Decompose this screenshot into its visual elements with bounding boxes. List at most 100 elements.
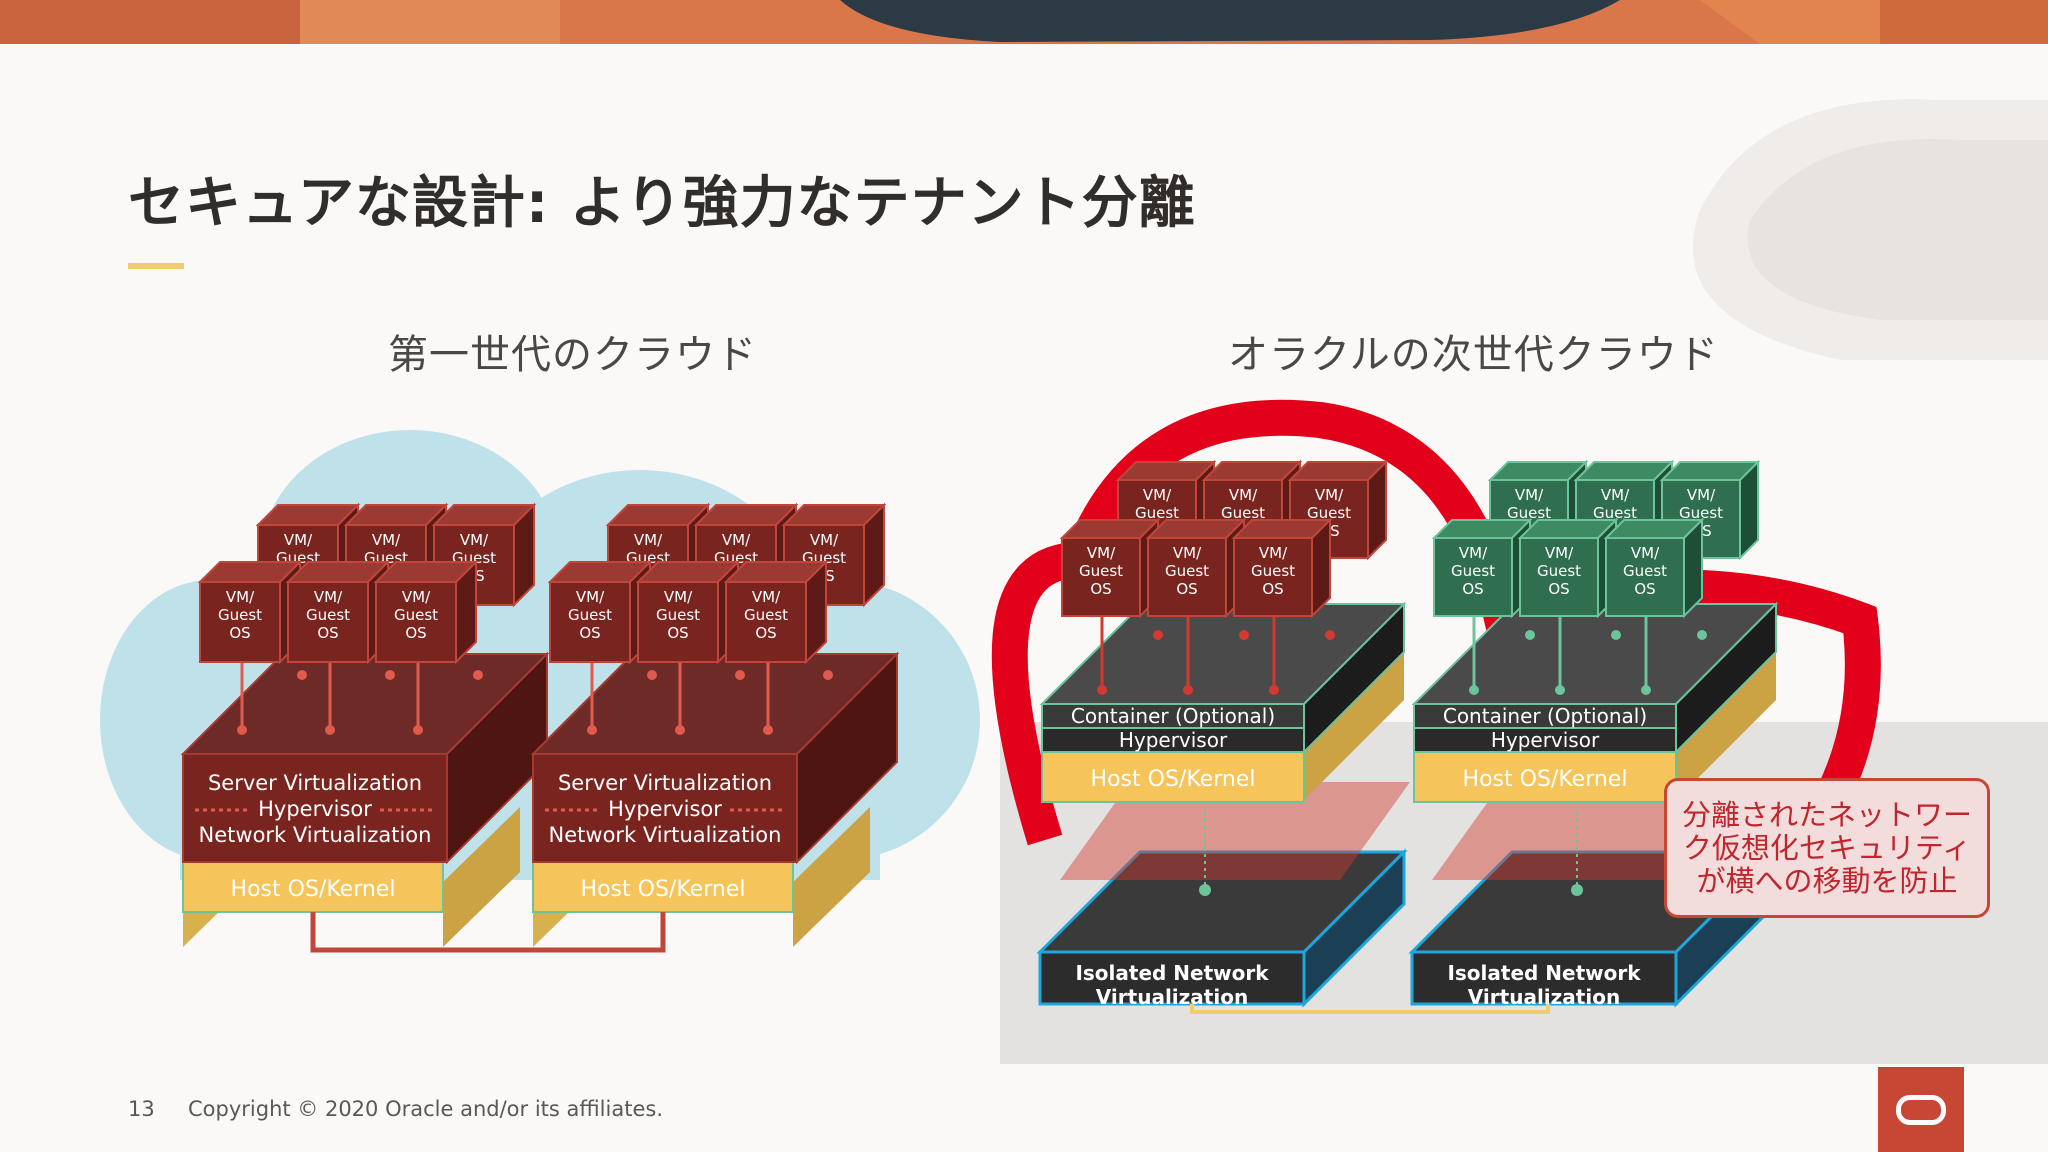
vm-label-line: VM/ — [1259, 544, 1288, 562]
copyright-notice: Copyright © 2020 Oracle and/or its affil… — [188, 1097, 663, 1121]
network-virtualization-label: Network Virtualization — [549, 823, 782, 847]
vm-label-line: VM/ — [372, 531, 401, 549]
vm-stem-dot — [1325, 630, 1335, 640]
vm-label-line: Guest — [1307, 504, 1351, 522]
host-slab-side-right — [793, 807, 870, 947]
vm-stem-dot — [587, 725, 597, 735]
vm-label-line: Guest — [1507, 504, 1551, 522]
vm-cube-front-front — [375, 581, 457, 663]
host-os-label: Host OS/Kernel — [581, 877, 746, 902]
vm-label-line: VM/ — [1459, 544, 1488, 562]
vm-label-line: VM/ — [402, 588, 431, 606]
vm-label-line: Guest — [1221, 504, 1265, 522]
vm-cube-front-front — [1233, 537, 1313, 617]
host-os-label: Host OS/Kernel — [1463, 767, 1628, 792]
vm-label-line: VM/ — [1315, 486, 1344, 504]
slide-title: セキュアな設計: より強力なテナント分離 — [128, 171, 1196, 236]
vm-cube-front-front — [549, 581, 631, 663]
vm-stem-dot — [1697, 630, 1707, 640]
isolated-network-label: Isolated Network — [1075, 961, 1269, 985]
vm-label-line: VM/ — [810, 531, 839, 549]
container-label: Container (Optional) — [1071, 704, 1275, 728]
hypervisor-box — [1413, 727, 1677, 753]
vm-stem-dot — [237, 725, 247, 735]
vm-label-line: Guest — [1623, 562, 1667, 580]
vm-label-line: VM/ — [1631, 544, 1660, 562]
host-os-box — [182, 861, 444, 913]
vm-stem-dot — [823, 670, 833, 680]
vm-cube-front-front — [1605, 537, 1685, 617]
vm-cube-back-side — [1367, 459, 1387, 561]
title-accent-bar — [128, 263, 184, 269]
vm-label-line: Guest — [1451, 562, 1495, 580]
vm-label-line: OS — [317, 624, 338, 642]
vm-stem-dot — [735, 670, 745, 680]
vm-label-line: Guest — [1079, 562, 1123, 580]
vm-cube-front-front — [1147, 537, 1227, 617]
callout-text: 分離されたネットワーク仮想化セキュリティが横への移動を防止 — [1681, 797, 1972, 898]
vm-label-line: OS — [667, 624, 688, 642]
vm-label-line: VM/ — [1687, 486, 1716, 504]
vm-label-line: VM/ — [1173, 544, 1202, 562]
isolated-network-label: Isolated Network — [1447, 961, 1641, 985]
vm-label-line: Guest — [1165, 562, 1209, 580]
vm-label-line: Guest — [744, 606, 788, 624]
vm-cube-front-side — [1683, 517, 1703, 619]
hypervisor-box — [1041, 727, 1305, 753]
vm-stem-dot — [1469, 685, 1479, 695]
vm-label-line: VM/ — [226, 588, 255, 606]
callout-isolation-note: 分離されたネットワーク仮想化セキュリティが横への移動を防止 — [1664, 778, 1990, 918]
vm-label-line: OS — [1634, 580, 1655, 598]
host-slab-side — [1304, 652, 1404, 800]
vm-stem-dot — [473, 670, 483, 680]
virtualization-label: Virtualization — [1096, 985, 1248, 1009]
server-box-front — [182, 753, 448, 863]
hypervisor-label: Hypervisor — [608, 797, 722, 821]
vm-label-line: Guest — [568, 606, 612, 624]
vm-label-line: OS — [1462, 580, 1483, 598]
vm-label-line: VM/ — [752, 588, 781, 606]
vm-label-line: VM/ — [664, 588, 693, 606]
vm-stem-dot — [675, 725, 685, 735]
vm-label-line: VM/ — [284, 531, 313, 549]
vm-stem-dot — [1183, 685, 1193, 695]
vm-label-line: OS — [1262, 580, 1283, 598]
vm-stem-dot — [763, 725, 773, 735]
host-slab-side — [1676, 652, 1776, 800]
vm-stem-dot — [1641, 685, 1651, 695]
oracle-logo-ring — [1896, 1094, 1946, 1125]
server-virtualization-label: Server Virtualization — [558, 771, 772, 795]
vm-label-line: Guest — [306, 606, 350, 624]
virtualization-label: Virtualization — [1468, 985, 1620, 1009]
top-banner-art — [0, 0, 2048, 44]
vm-label-line: Guest — [218, 606, 262, 624]
vm-label-line: Guest — [1135, 504, 1179, 522]
host-slab-side-right — [443, 807, 520, 947]
vm-label-line: Guest — [1593, 504, 1637, 522]
network-stem-dot — [1199, 884, 1211, 896]
vm-label-line: VM/ — [1515, 486, 1544, 504]
vm-label-line: VM/ — [1229, 486, 1258, 504]
vm-cube-back-side — [1739, 459, 1759, 561]
vm-cube-front-front — [1433, 537, 1513, 617]
vm-label-line: Guest — [656, 606, 700, 624]
vm-label-line: Guest — [1537, 562, 1581, 580]
vm-label-line: OS — [229, 624, 250, 642]
page-number: 13 — [128, 1097, 155, 1121]
vm-label-line: OS — [1176, 580, 1197, 598]
vm-stem-dot — [1555, 685, 1565, 695]
heading-oracle-next-gen-cloud: オラクルの次世代クラウド — [1228, 332, 1719, 378]
vm-stem-dot — [1525, 630, 1535, 640]
corner-decoration — [1692, 99, 2048, 360]
vm-cube-front-front — [637, 581, 719, 663]
